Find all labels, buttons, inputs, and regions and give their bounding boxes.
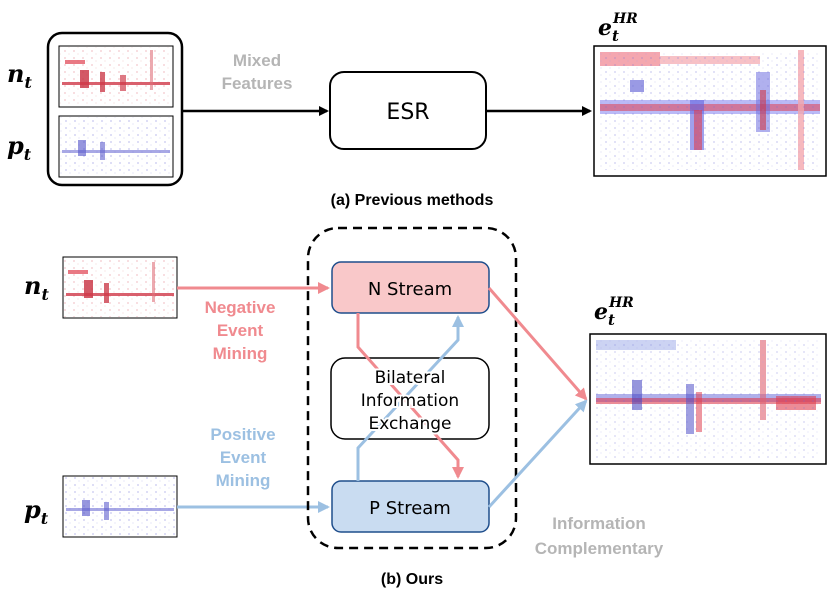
bilateral-exchange-line2: Information: [361, 391, 459, 411]
output-image-top: [593, 45, 827, 177]
esr-label: ESR: [386, 100, 429, 125]
p-t-label-top: pt: [7, 131, 32, 164]
negative-mining-line2: Event: [217, 321, 264, 340]
arrow-nstream-to-pstream: [356, 313, 464, 479]
e-t-hr-label-bottom: etHR: [594, 295, 634, 329]
info-complementary-line1: Information: [552, 514, 646, 533]
n-event-image-top: [58, 45, 174, 108]
n-t-label-top: nt: [7, 59, 32, 92]
e-t-hr-label-top: etHR: [598, 11, 638, 45]
positive-mining-line2: Event: [220, 448, 267, 467]
mixed-features-line1: Mixed: [233, 51, 281, 70]
arrow-pstream-to-output: [487, 399, 588, 509]
output-image-bottom: [589, 333, 827, 465]
positive-mining-line1: Positive: [210, 425, 275, 444]
p-event-image-top: [58, 115, 174, 178]
bilateral-exchange-line3: Exchange: [368, 414, 451, 434]
arrow-pstream-to-nstream: [356, 315, 464, 481]
bilateral-exchange-box: [330, 357, 490, 440]
dual-stream-container: [306, 226, 518, 550]
info-complementary-line2: Complementary: [535, 539, 664, 558]
input-group-box: [46, 31, 184, 187]
arrow-nstream-to-output: [487, 287, 588, 401]
caption-a: (a) Previous methods: [331, 192, 494, 209]
positive-mining-line3: Mining: [216, 471, 271, 490]
n-event-image-bottom: [62, 256, 178, 319]
n-t-label-bottom: nt: [24, 271, 49, 304]
p-stream-label: P Stream: [369, 498, 451, 519]
negative-mining-line3: Mining: [213, 344, 268, 363]
caption-b: (b) Ours: [381, 571, 443, 588]
n-stream-box: [331, 261, 490, 314]
negative-mining-line1: Negative: [205, 298, 276, 317]
bilateral-exchange-line1: Bilateral: [375, 368, 446, 388]
p-event-image-bottom: [62, 475, 178, 538]
p-t-label-bottom: pt: [24, 495, 49, 528]
mixed-features-line2: Features: [222, 74, 293, 93]
n-stream-label: N Stream: [368, 279, 452, 300]
